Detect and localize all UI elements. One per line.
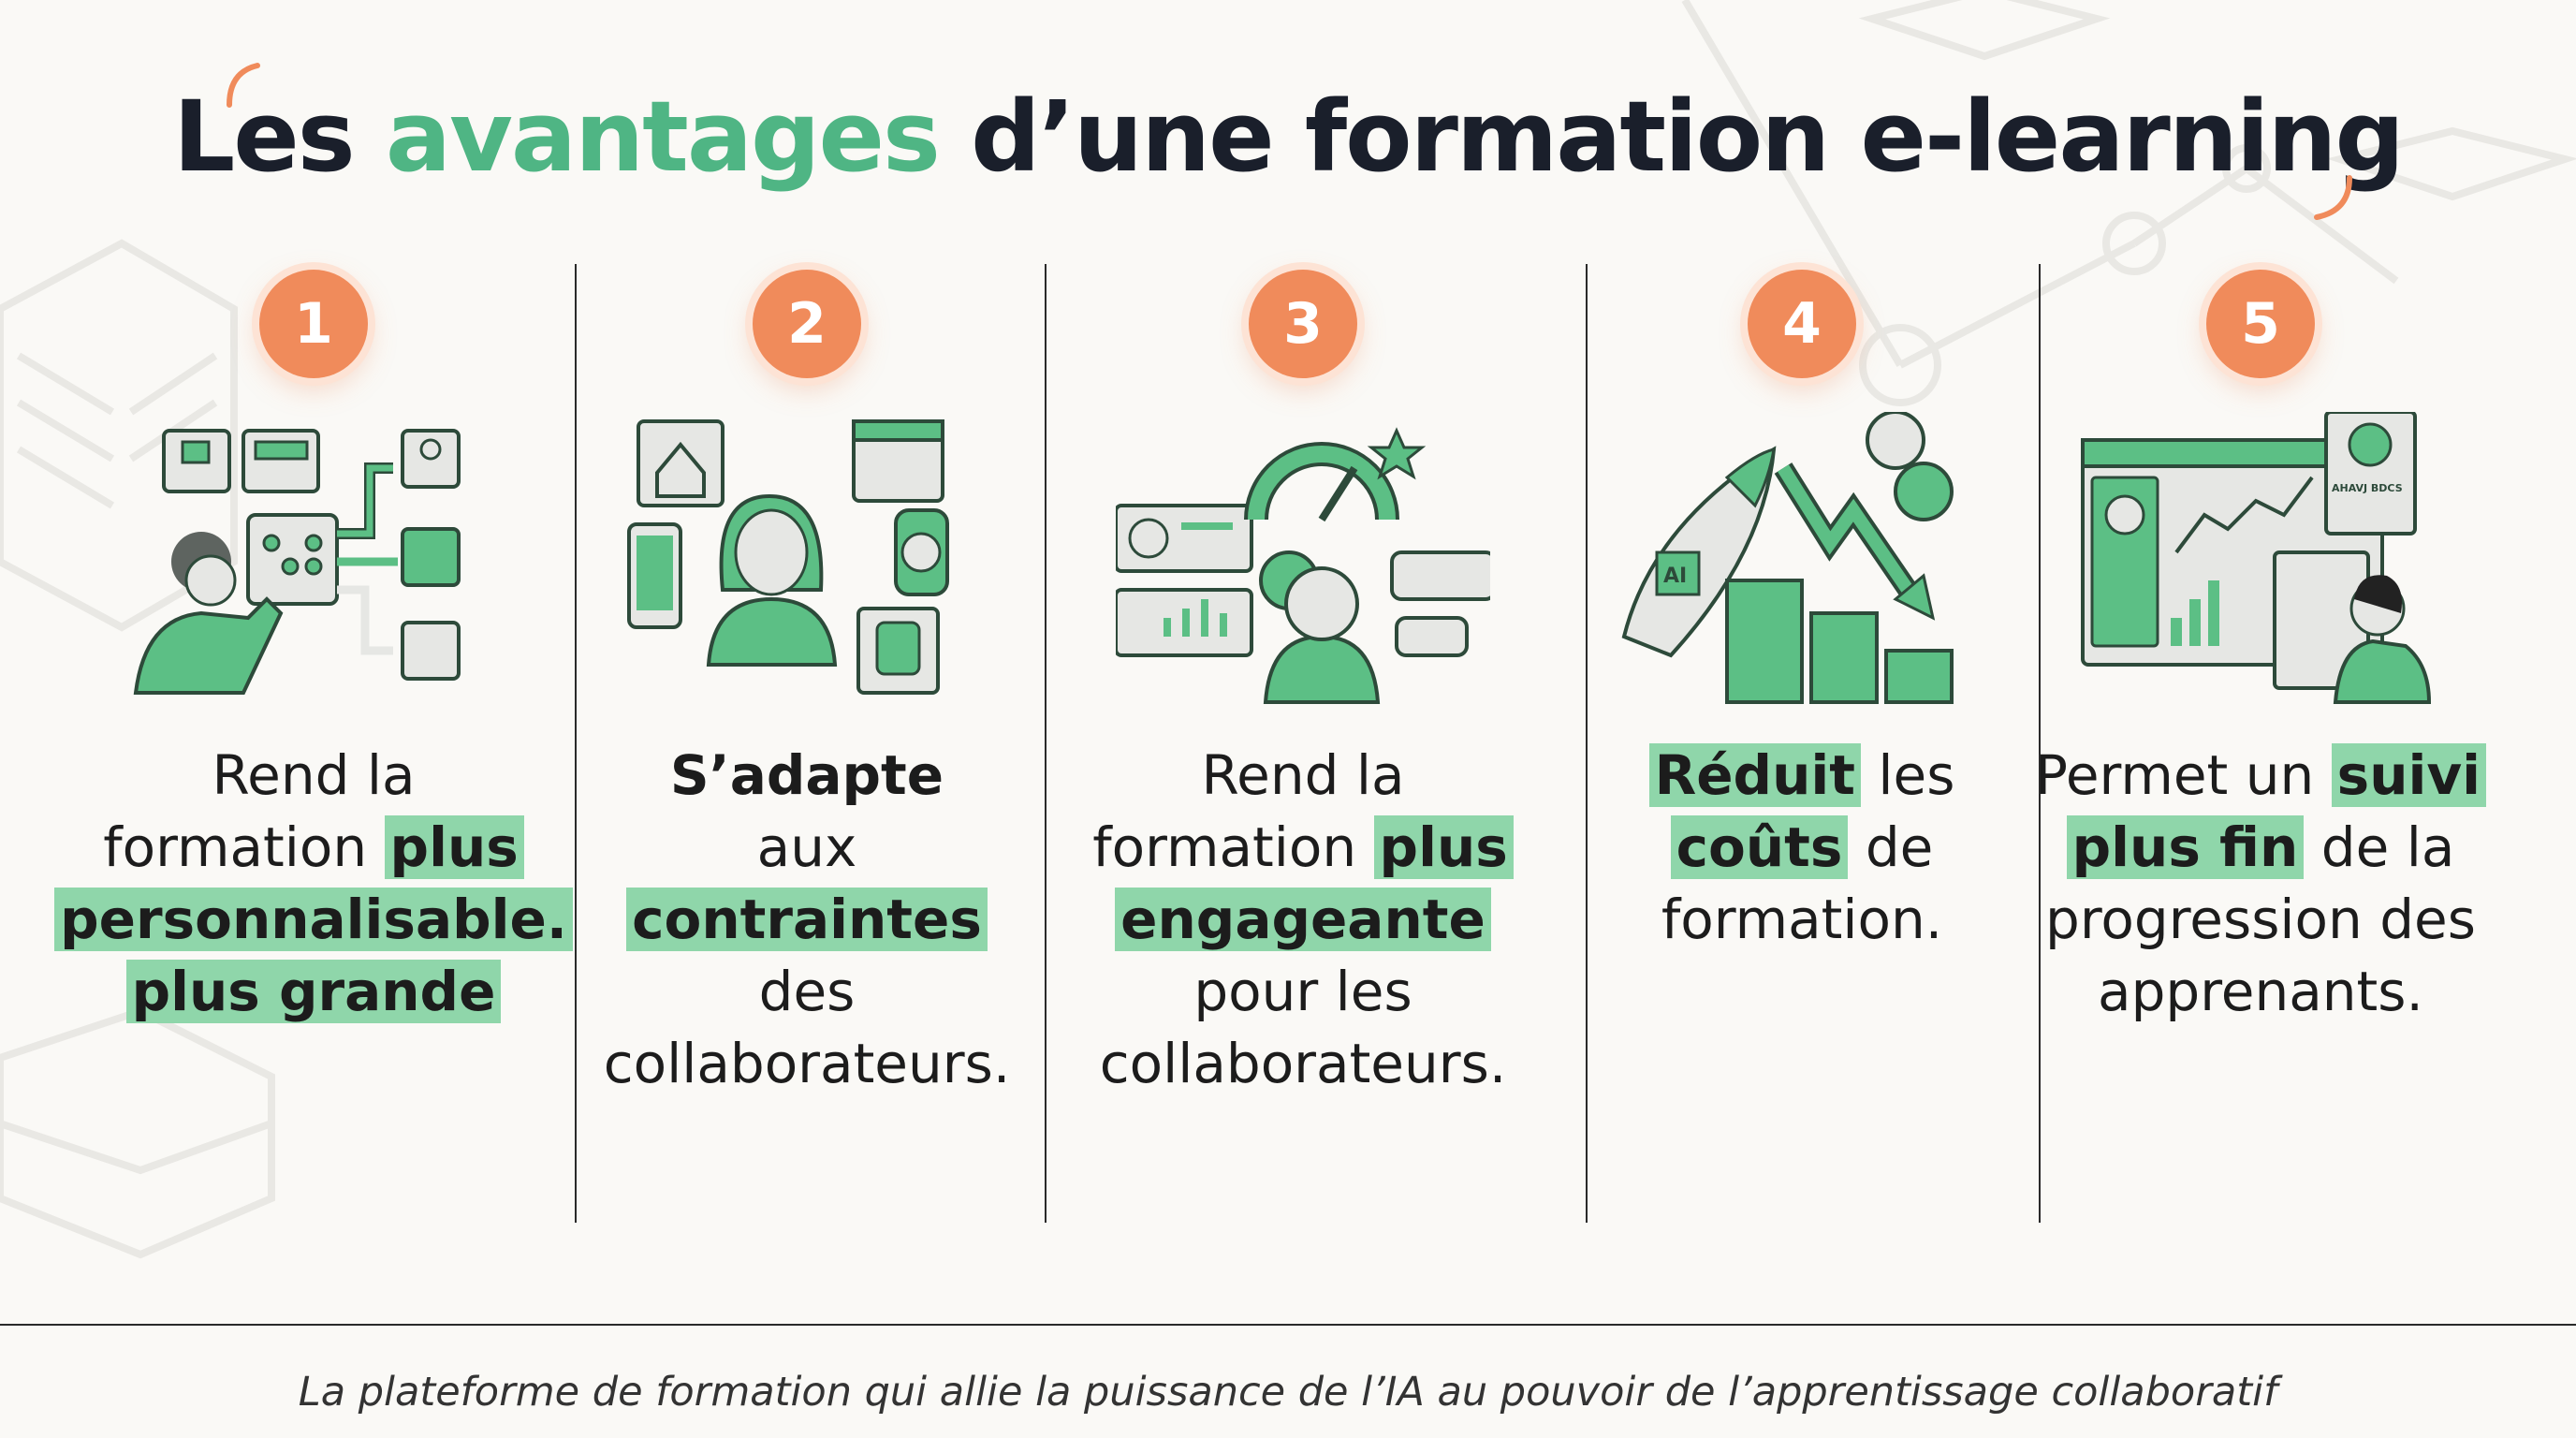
text-segment: pour les (1193, 960, 1412, 1023)
cost-reduction-rocket-icon: AI (1621, 412, 1954, 704)
text-segment: de (1848, 815, 1934, 879)
column-divider (1045, 264, 1046, 1223)
highlighted-text: plus fin (2066, 815, 2305, 879)
page-title: Les avantages d’une formation e-learning (0, 80, 2576, 194)
text-segment: Permet un (2034, 743, 2332, 807)
text-segment: collaborateurs. (1099, 1032, 1507, 1095)
text-line: plus grande (51, 956, 576, 1028)
highlighted-text: coûts (1670, 815, 1849, 879)
text-line: personnalisable. (51, 884, 576, 956)
highlighted-text: contraintes (626, 888, 988, 951)
text-segment: progression des (2045, 888, 2476, 951)
title-part2: d’une formation e-learning (938, 80, 2405, 194)
step-number-badge: 3 (1249, 270, 1357, 378)
text-line: formation plus (1041, 812, 1565, 884)
engagement-gauge-icon (1116, 427, 1490, 704)
text-line: pour les (1041, 956, 1565, 1028)
text-line: apprenants. (1998, 956, 2523, 1028)
text-line: des (545, 956, 1069, 1028)
highlighted-text: engageante (1115, 888, 1491, 951)
text-line: formation plus (51, 812, 576, 884)
text-segment: aux (756, 815, 857, 879)
flexible-learner-icon (627, 419, 949, 695)
text-segment: formation. (1661, 888, 1943, 951)
footer-divider (0, 1324, 2576, 1326)
text-segment: Rend la (1201, 743, 1405, 807)
text-line: S’adapte (545, 740, 1069, 812)
text-line: contraintes (545, 884, 1069, 956)
highlighted-text: plus grande (125, 960, 502, 1023)
text-segment: de la (2304, 815, 2455, 879)
bold-text: S’adapte (669, 743, 944, 807)
text-line: Rend la (51, 740, 576, 812)
text-segment: formation (103, 815, 385, 879)
analytics-dashboard-icon: AHAVJ BDCS (2081, 412, 2432, 704)
text-segment: des (758, 960, 856, 1023)
text-segment: Rend la (212, 743, 416, 807)
step-number-badge: 2 (753, 270, 861, 378)
step-number-badge: 4 (1748, 270, 1856, 378)
text-line: collaborateurs. (1041, 1028, 1565, 1100)
text-line: Réduit les (1540, 740, 2064, 812)
highlighted-text: plus (384, 815, 524, 879)
text-line: engageante (1041, 884, 1565, 956)
text-segment: formation (1092, 815, 1374, 879)
text-line: formation. (1540, 884, 2064, 956)
personalization-dashboard-icon (133, 429, 461, 695)
title-accent: avantages (385, 80, 941, 194)
column-divider (2039, 264, 2041, 1223)
orange-accent-mark-icon (227, 63, 260, 108)
highlighted-text: suivi (2331, 743, 2487, 807)
footer-tagline: La plateforme de formation qui allie la … (298, 1369, 2278, 1416)
text-line: collaborateurs. (545, 1028, 1069, 1100)
text-line: coûts de (1540, 812, 2064, 884)
step-number-badge: 5 (2206, 270, 2315, 378)
column-divider (575, 264, 577, 1223)
highlighted-text: Réduit (1648, 743, 1861, 807)
highlighted-text: personnalisable. (54, 888, 573, 951)
text-segment: apprenants. (2098, 960, 2423, 1023)
text-line: Permet un suivi (1998, 740, 2523, 812)
step-number-badge: 1 (259, 270, 368, 378)
text-line: Rend la (1041, 740, 1565, 812)
title-part1: Les (173, 80, 386, 194)
ai-chip-label: AI (1663, 565, 1687, 588)
column-divider (1586, 264, 1588, 1223)
orange-accent-mark-icon (2314, 175, 2352, 220)
text-segment: les (1860, 743, 1955, 807)
advantage-text: S’adapte aux contraintes des collaborateurs. (545, 740, 1069, 1100)
highlighted-text: plus (1373, 815, 1514, 879)
text-line: plus fin de la (1998, 812, 2523, 884)
profile-card-label: AHAVJ BDCS (2332, 482, 2403, 494)
text-line: progression des (1998, 884, 2523, 956)
text-segment: collaborateurs. (603, 1032, 1011, 1095)
text-line: aux (545, 812, 1069, 884)
